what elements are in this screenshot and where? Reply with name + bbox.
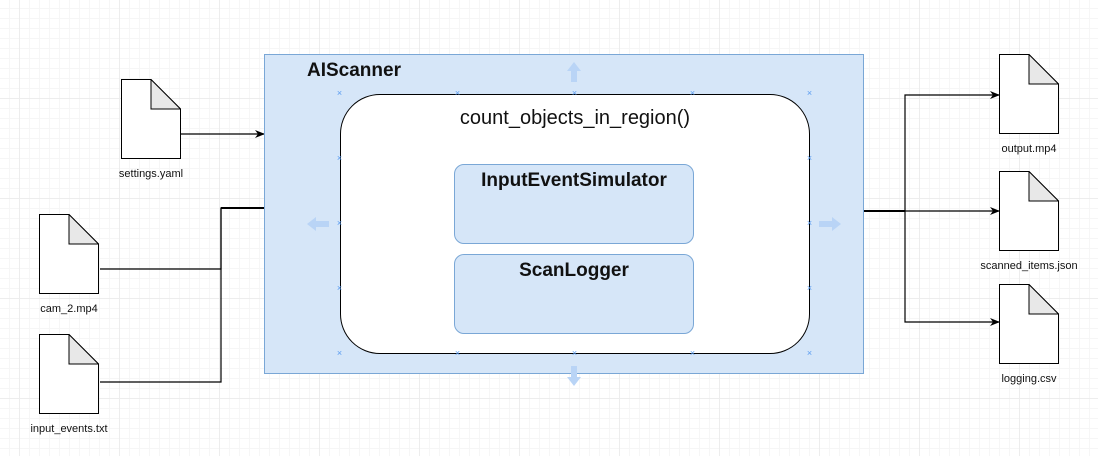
document-icon (999, 284, 1059, 364)
output-mp4-file[interactable] (999, 54, 1059, 134)
function-title: count_objects_in_region() (459, 107, 691, 129)
document-icon (39, 214, 99, 294)
hover-arrow-up-icon[interactable] (565, 61, 583, 83)
cam-2-mp4-file[interactable] (39, 214, 99, 294)
selection-handle-icon[interactable]: × (454, 88, 461, 98)
connector-events-to-function[interactable] (100, 208, 222, 383)
scanned-items-json-file[interactable] (999, 171, 1059, 251)
hover-arrow-right-icon[interactable] (818, 215, 842, 233)
scanned-items-json-label: scanned_items.json (980, 260, 1078, 272)
connector-to-logging-csv[interactable] (904, 211, 1000, 326)
logging-csv-label: logging.csv (1001, 373, 1057, 385)
selection-handle-icon[interactable]: × (806, 283, 813, 293)
selection-handle-icon[interactable]: × (806, 218, 813, 228)
document-icon (39, 334, 99, 414)
selection-handle-icon[interactable]: × (689, 88, 696, 98)
cam-2-mp4-label: cam_2.mp4 (40, 303, 98, 315)
document-icon (999, 54, 1059, 134)
hover-arrow-left-icon[interactable] (306, 215, 330, 233)
selection-handle-icon[interactable]: × (571, 88, 578, 98)
selection-handle-icon[interactable]: × (806, 153, 813, 163)
logging-csv-file[interactable] (999, 284, 1059, 364)
document-icon (121, 79, 181, 159)
module-title: ScanLogger (519, 260, 629, 281)
output-mp4-label: output.mp4 (1001, 143, 1057, 155)
selection-handle-icon[interactable]: × (336, 153, 343, 163)
settings-yaml-label: settings.yaml (118, 168, 184, 180)
scan-logger-module[interactable]: ScanLogger (454, 254, 694, 334)
input-events-txt-file[interactable] (39, 334, 99, 414)
input-events-txt-label: input_events.txt (30, 423, 108, 435)
selection-handle-icon[interactable]: × (689, 348, 696, 358)
selection-handle-icon[interactable]: × (806, 348, 813, 358)
connector-to-output-mp4[interactable] (904, 91, 1000, 211)
input-event-simulator-module[interactable]: InputEventSimulator (454, 164, 694, 244)
selection-handle-icon[interactable]: × (336, 348, 343, 358)
document-icon (999, 171, 1059, 251)
selection-handle-icon[interactable]: × (336, 218, 343, 228)
module-title: InputEventSimulator (481, 170, 667, 191)
hover-arrow-down-icon[interactable] (565, 365, 583, 387)
settings-yaml-file[interactable] (121, 79, 181, 159)
selection-handle-icon[interactable]: × (336, 283, 343, 293)
selection-handle-icon[interactable]: × (571, 348, 578, 358)
selection-handle-icon[interactable]: × (454, 348, 461, 358)
selection-handle-icon[interactable]: × (336, 88, 343, 98)
container-title: AIScanner (307, 60, 401, 81)
selection-handle-icon[interactable]: × (806, 88, 813, 98)
